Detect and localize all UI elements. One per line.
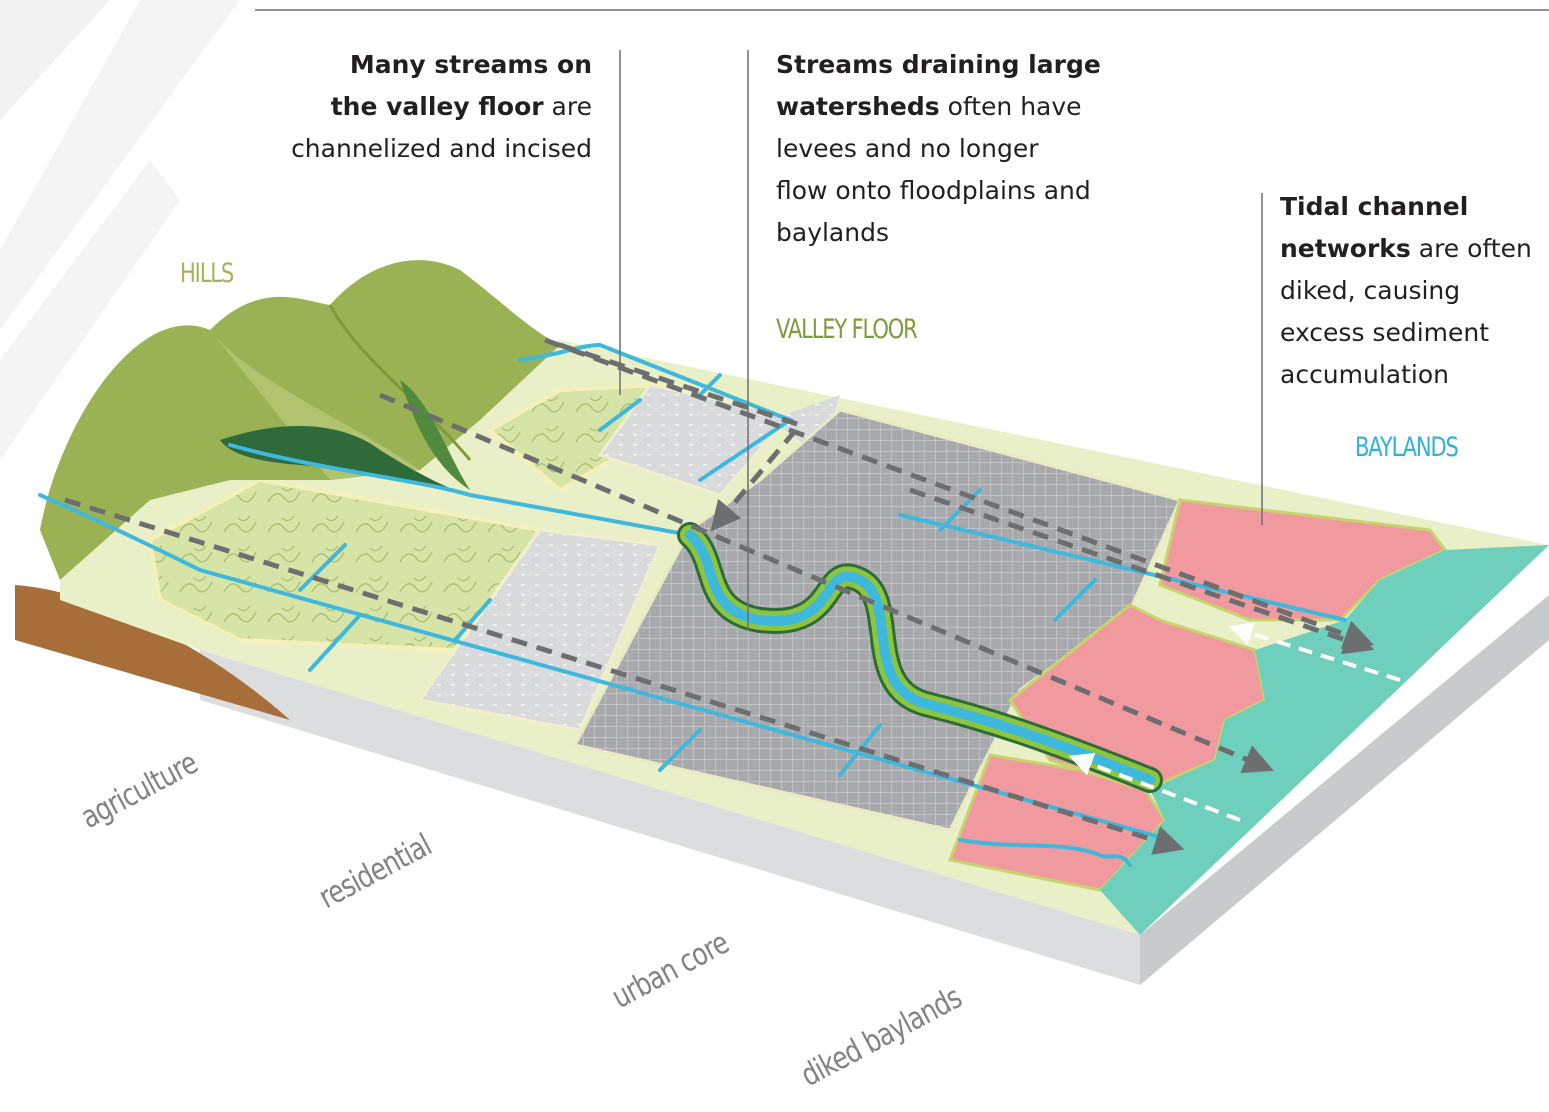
region-label-valley-floor: VALLEY FLOOR xyxy=(776,314,918,345)
callout-text: baylands xyxy=(776,218,889,247)
tidal-arrows xyxy=(1068,622,1401,822)
stream xyxy=(958,838,1132,867)
stream-tributary xyxy=(1053,578,1097,622)
callout-text: excess sediment xyxy=(1280,318,1490,347)
background-chevron xyxy=(0,0,240,330)
stream xyxy=(228,443,692,537)
callout-valley-streams: Many streams on the valley floor are cha… xyxy=(276,44,592,170)
block-front-face xyxy=(200,650,1140,985)
callout-text: channelized and incised xyxy=(291,134,592,163)
stream-tributary xyxy=(698,373,722,397)
soil-layer xyxy=(15,585,290,720)
tidal-arrow xyxy=(1228,622,1401,682)
leveed-river xyxy=(685,530,1155,785)
flow-arrow xyxy=(909,487,1375,655)
flow-arrow xyxy=(559,342,805,532)
callout-bold: Streams draining large xyxy=(776,50,1101,79)
callout-bold: Many streams on xyxy=(349,50,592,79)
callout-bold: Tidal channel xyxy=(1280,192,1469,221)
stream-tributary xyxy=(308,613,362,672)
callout-bold: the valley floor xyxy=(330,92,544,121)
region-label-baylands: BAYLANDS xyxy=(1355,432,1459,463)
block-right-face xyxy=(1140,595,1549,985)
callout-text: diked, causing xyxy=(1280,276,1461,305)
callout-large-watersheds: Streams draining large watersheds often … xyxy=(776,44,1101,254)
callout-text: often have xyxy=(939,92,1082,121)
stream xyxy=(38,493,1172,842)
hill-valley-forest xyxy=(400,380,470,490)
flow-arrows xyxy=(64,337,1375,855)
stream-tributary xyxy=(453,598,492,642)
callout-text: are often xyxy=(1410,234,1532,263)
flow-arrow xyxy=(64,497,1185,855)
leader-lines xyxy=(619,50,1263,630)
callout-text: levees and no longer xyxy=(776,134,1039,163)
background-chevron xyxy=(0,0,110,120)
hills-ridge xyxy=(328,304,472,461)
tidal-arrow xyxy=(1068,752,1241,822)
flow-arrow xyxy=(544,337,1375,649)
background-chevron xyxy=(0,160,180,460)
hill-valley-forest xyxy=(220,426,470,495)
callout-bold: watersheds xyxy=(776,92,940,121)
stream-tributary xyxy=(658,728,702,772)
stream-tributary xyxy=(298,543,347,592)
stream xyxy=(898,513,1347,622)
region-label-hills: HILLS xyxy=(180,258,234,289)
flow-arrow xyxy=(379,392,1274,774)
callout-text: flow onto floodplains and xyxy=(776,176,1091,205)
callout-tidal-channels: Tidal channel networks are often diked, … xyxy=(1280,186,1532,396)
callout-text: accumulation xyxy=(1280,360,1450,389)
callout-text: are xyxy=(543,92,592,121)
streams xyxy=(38,342,1347,867)
bay-water xyxy=(1100,545,1549,935)
callout-bold: networks xyxy=(1280,234,1411,263)
stream-tributary xyxy=(598,398,642,432)
